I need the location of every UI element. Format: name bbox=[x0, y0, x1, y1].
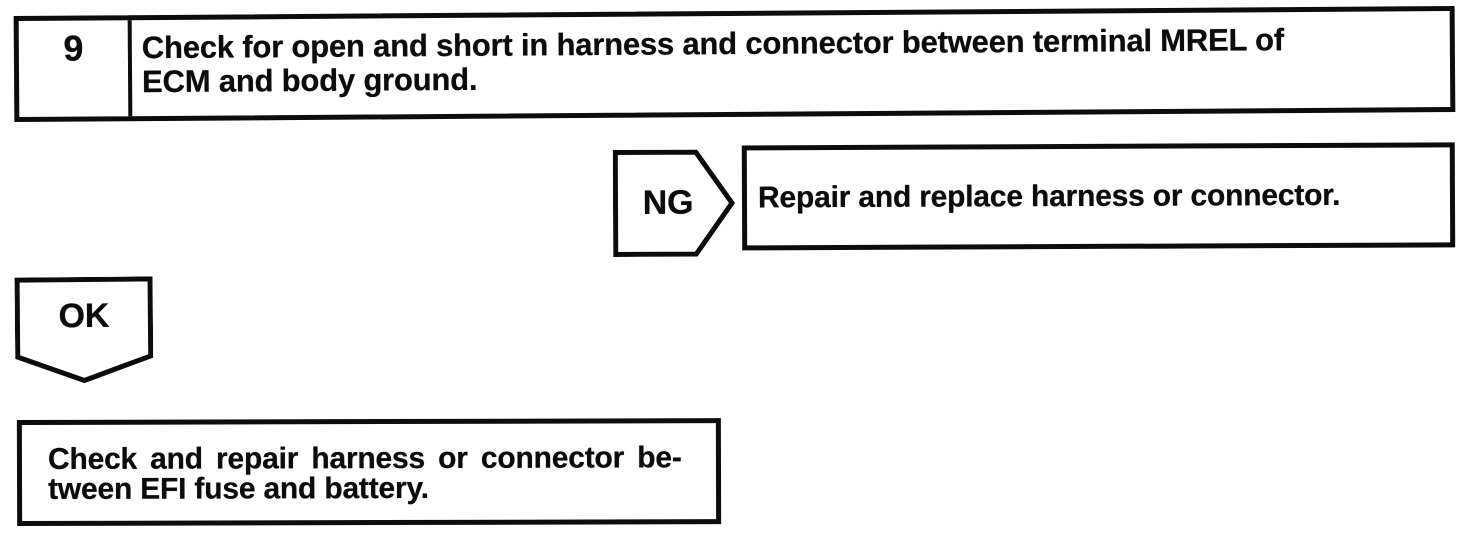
ng-action-box: Repair and replace harness or connector. bbox=[741, 142, 1456, 251]
step-number: 9 bbox=[63, 27, 84, 69]
ok-action-line-1: Check and repair harness or connector be… bbox=[47, 441, 682, 476]
ok-label: OK bbox=[58, 296, 110, 335]
step-instruction-line-2: ECM and body ground. bbox=[141, 61, 478, 100]
step-number-cell: 9 bbox=[18, 20, 133, 117]
ng-arrow-pentagon-icon bbox=[612, 149, 736, 257]
ng-label: NG bbox=[642, 183, 694, 222]
ng-branch: NG Repair and replace harness or connect… bbox=[612, 142, 1456, 257]
ng-action-text: Repair and replace harness or connector. bbox=[757, 178, 1341, 214]
step-instruction: Check for open and short in harness and … bbox=[132, 11, 1451, 116]
ok-action-box: Check and repair harness or connector be… bbox=[16, 418, 722, 526]
step-header-box: 9 Check for open and short in harness an… bbox=[13, 5, 1456, 122]
ok-connector: OK bbox=[14, 276, 154, 384]
ok-action-line-2: tween EFI fuse and battery. bbox=[47, 471, 429, 506]
ok-arrow-pentagon-icon bbox=[14, 276, 154, 384]
